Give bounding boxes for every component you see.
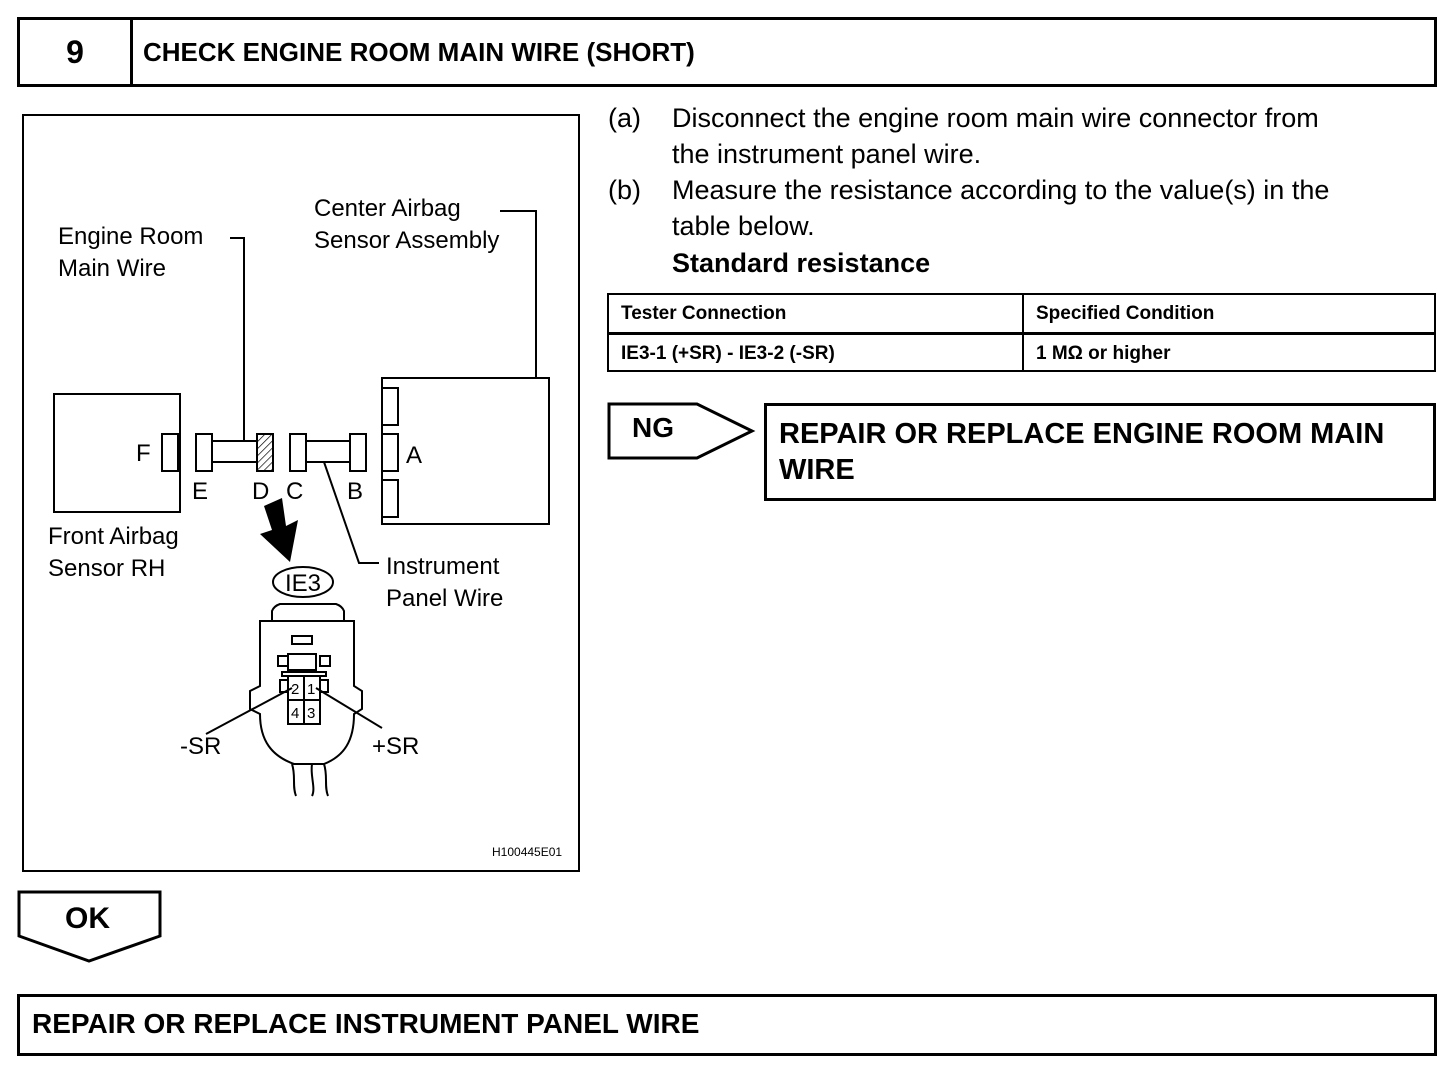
pin-3: 3 xyxy=(307,705,315,722)
center-airbag-leader xyxy=(500,210,537,378)
ok-arrow-icon xyxy=(17,890,162,963)
wiring-diagram: Engine Room Main Wire Center Airbag Sens… xyxy=(22,114,580,872)
label-connector-c: C xyxy=(286,478,303,505)
instruction-a-text: Disconnect the engine room main wire con… xyxy=(672,100,1442,172)
label-engine-room-2: Main Wire xyxy=(58,255,166,282)
label-connector-f: F xyxy=(136,440,151,467)
connector-d xyxy=(256,433,274,472)
instruction-a: (a) Disconnect the engine room main wire… xyxy=(608,100,1438,172)
down-arrow-icon xyxy=(260,498,298,562)
instruction-a-letter: (a) xyxy=(608,103,641,133)
connector-ie3-body xyxy=(249,620,363,765)
step-title: CHECK ENGINE ROOM MAIN WIRE (SHORT) xyxy=(143,36,695,67)
engine-room-leader xyxy=(230,237,245,324)
connector-e xyxy=(195,433,213,472)
ng-action-line-2: WIRE xyxy=(779,454,855,486)
label-instrument-panel-1: Instrument xyxy=(386,553,500,580)
ie3-oval xyxy=(272,566,334,598)
pin-4: 4 xyxy=(291,705,299,722)
instruction-b-letter: (b) xyxy=(608,175,641,205)
connector-f xyxy=(161,433,179,472)
instruction-b-text: Measure the resistance according to the … xyxy=(672,172,1442,244)
label-engine-room-1: Engine Room xyxy=(58,223,203,250)
label-front-airbag-1: Front Airbag xyxy=(48,523,179,550)
ng-action-line-1: REPAIR OR REPLACE ENGINE ROOM MAIN xyxy=(779,418,1385,450)
instruction-b-line-2: table below. xyxy=(672,211,815,241)
table-cell-tester: IE3-1 (+SR) - IE3-2 (-SR) xyxy=(621,342,835,364)
instrument-panel-leader xyxy=(323,461,379,564)
label-connector-d: D xyxy=(252,478,269,505)
label-front-airbag-2: Sensor RH xyxy=(48,555,165,582)
ng-action-box: REPAIR OR REPLACE ENGINE ROOM MAIN WIRE xyxy=(764,403,1436,501)
front-airbag-sensor-box xyxy=(53,393,181,513)
connector-b xyxy=(349,433,367,472)
instruction-b: (b) Measure the resistance according to … xyxy=(608,172,1438,244)
step-number: 9 xyxy=(20,20,133,84)
label-instrument-panel-2: Panel Wire xyxy=(386,585,503,612)
connector-c xyxy=(289,433,307,472)
ok-label: OK xyxy=(65,902,110,935)
label-ie3: IE3 xyxy=(285,570,321,597)
ng-label: NG xyxy=(632,412,674,443)
instruction-a-line-2: the instrument panel wire. xyxy=(672,139,982,169)
instruction-a-line-1: Disconnect the engine room main wire con… xyxy=(672,103,1319,133)
table-header-condition: Specified Condition xyxy=(1036,302,1215,324)
final-action-box: REPAIR OR REPLACE INSTRUMENT PANEL WIRE xyxy=(17,994,1437,1056)
spec-table: Tester Connection Specified Condition IE… xyxy=(607,293,1436,372)
pin-1: 1 xyxy=(307,681,315,698)
wiring-diagram-svg: Engine Room Main Wire Center Airbag Sens… xyxy=(48,195,562,859)
instruction-b-line-1: Measure the resistance according to the … xyxy=(672,175,1330,205)
label-connector-a: A xyxy=(406,442,422,469)
standard-resistance-label: Standard resistance xyxy=(672,248,931,278)
label-center-airbag-2: Sensor Assembly xyxy=(314,227,499,254)
label-connector-e: E xyxy=(192,478,208,505)
label-minus-sr: -SR xyxy=(180,733,221,760)
figure-code: H100445E01 xyxy=(492,845,562,859)
label-connector-b: B xyxy=(347,478,363,505)
table-cell-condition: 1 MΩ or higher xyxy=(1036,342,1171,364)
ng-arrow-icon xyxy=(607,402,756,460)
step-header: 9 CHECK ENGINE ROOM MAIN WIRE (SHORT) xyxy=(17,17,1437,87)
table-header-tester: Tester Connection xyxy=(621,302,787,324)
label-plus-sr: +SR xyxy=(372,733,419,760)
pin-2: 2 xyxy=(291,681,299,698)
label-center-airbag-1: Center Airbag xyxy=(314,195,461,222)
